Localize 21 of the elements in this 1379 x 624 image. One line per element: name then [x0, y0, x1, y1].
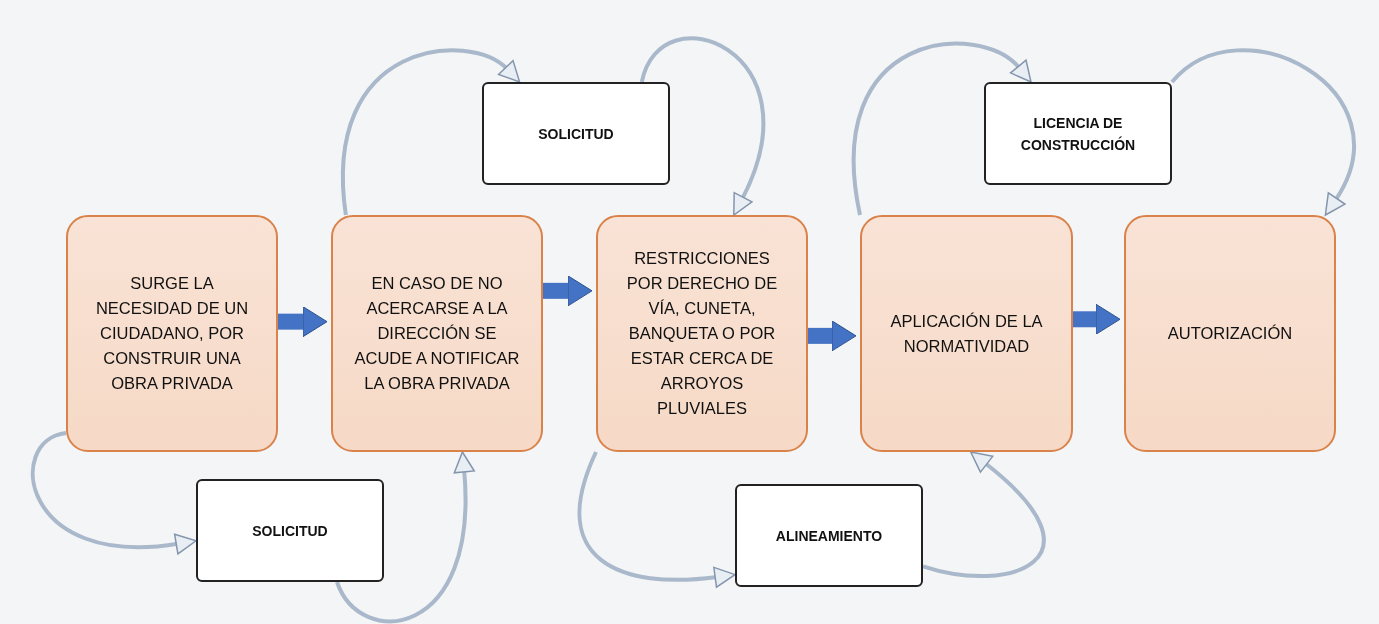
- curved-arrow: [31, 431, 197, 555]
- label-box: SOLICITUD: [196, 479, 384, 582]
- label-box: ALINEAMIENTO: [735, 484, 923, 587]
- curved-arrow: [852, 41, 1034, 216]
- process-box: SURGE LA NECESIDAD DE UN CIUDADANO, POR CONSTRUIR UNA OBRA PRIVADA: [66, 215, 278, 452]
- curved-arrow: [922, 450, 1046, 578]
- curved-arrow: [577, 451, 736, 588]
- curved-arrow: [335, 451, 475, 623]
- label-box: SOLICITUD: [482, 82, 670, 185]
- process-box: RESTRICCIONES POR DERECHO DE VÍA, CUNETA, BANQUETA O POR ESTAR CERCA DE ARROYOS PLUVIALES: [596, 215, 808, 452]
- block-arrow: [1073, 303, 1121, 335]
- curved-arrow: [1170, 48, 1356, 217]
- process-box: AUTORIZACIÓN: [1124, 215, 1336, 452]
- process-box: EN CASO DE NO ACERCARSE A LA DIRECCIÓN SE ACUDE A NOTIFICAR LA OBRA PRIVADA: [331, 215, 543, 452]
- curved-arrow: [639, 36, 765, 217]
- block-arrow: [278, 306, 328, 338]
- curved-arrow: [341, 48, 523, 216]
- label-box: LICENCIA DE CONSTRUCCIÓN: [984, 82, 1172, 185]
- process-box: APLICACIÓN DE LA NORMATIVIDAD: [860, 215, 1073, 452]
- block-arrow: [543, 275, 593, 307]
- block-arrow: [808, 320, 857, 352]
